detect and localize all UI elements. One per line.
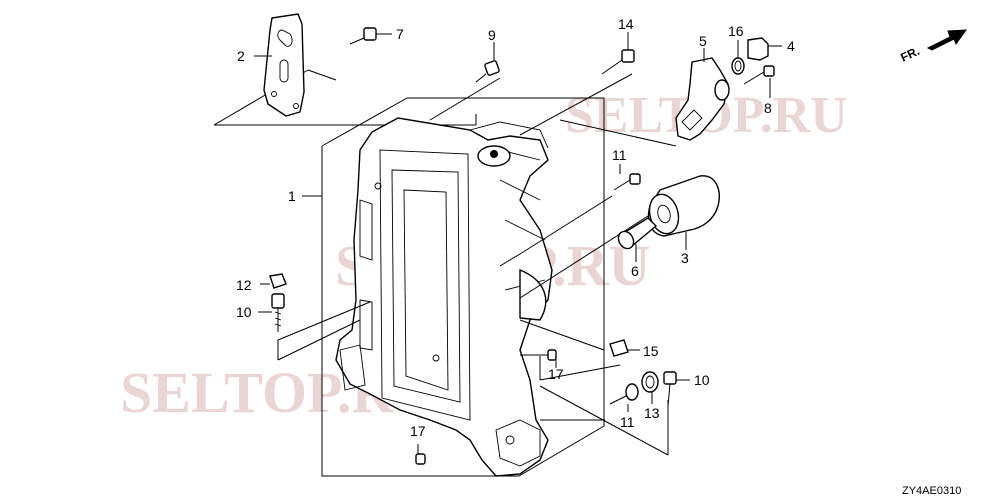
direction-label: FR. bbox=[898, 44, 921, 65]
part-5-housing bbox=[675, 48, 730, 141]
part-3-oil-filter bbox=[647, 175, 720, 250]
callout-16: 16 bbox=[728, 23, 744, 39]
callout-10-right: 10 bbox=[694, 372, 710, 388]
callout-11-lower: 11 bbox=[620, 414, 635, 430]
callout-6: 6 bbox=[631, 263, 639, 279]
part-12-nut bbox=[260, 273, 287, 289]
callout-11-upper: 11 bbox=[612, 147, 627, 163]
part-11-upper-bolt bbox=[613, 164, 641, 191]
part-9-bolt bbox=[475, 42, 500, 83]
part-15-nut bbox=[609, 339, 640, 357]
front-direction-indicator: FR. bbox=[898, 29, 968, 65]
front-arrow-icon bbox=[926, 29, 968, 51]
callout-13: 13 bbox=[644, 405, 660, 421]
part-16-o-ring bbox=[731, 40, 745, 75]
part-8-bolt bbox=[743, 65, 775, 98]
part-1-carrier-frame bbox=[335, 117, 553, 477]
part-4-cap bbox=[747, 37, 782, 61]
leader-lines bbox=[277, 73, 677, 460]
part-2-bracket bbox=[254, 13, 305, 117]
callout-8: 8 bbox=[764, 100, 772, 116]
figure-code: ZY4AE0310 bbox=[902, 485, 961, 497]
part-17-pin-upper bbox=[547, 349, 557, 368]
part-13-washer bbox=[641, 371, 659, 404]
callout-12: 12 bbox=[236, 277, 252, 293]
callout-17-lower: 17 bbox=[410, 423, 426, 439]
callout-9: 9 bbox=[488, 27, 496, 43]
callout-2: 2 bbox=[237, 48, 245, 64]
callout-14: 14 bbox=[618, 16, 634, 32]
callout-7: 7 bbox=[396, 26, 404, 42]
callout-17-upper: 17 bbox=[548, 366, 564, 382]
callout-4: 4 bbox=[787, 38, 795, 54]
callout-15: 15 bbox=[643, 343, 659, 359]
callout-10-left: 10 bbox=[236, 304, 252, 320]
part-17-pin-lower bbox=[415, 453, 426, 465]
part-10-left-bolt bbox=[258, 293, 285, 332]
part-6-fitting bbox=[617, 217, 658, 262]
assembly-outline bbox=[213, 69, 605, 477]
callout-5: 5 bbox=[699, 33, 707, 49]
part-14-bolt bbox=[601, 32, 635, 75]
part-10-right-bolt bbox=[663, 371, 690, 407]
part-11-lower-bolt bbox=[609, 383, 639, 412]
callout-1: 1 bbox=[288, 188, 296, 204]
callout-3: 3 bbox=[681, 250, 689, 266]
part-7-bolt bbox=[349, 27, 392, 45]
callout-labels: 1 2 7 9 14 5 16 4 8 11 3 6 12 10 15 17 1… bbox=[236, 16, 795, 439]
